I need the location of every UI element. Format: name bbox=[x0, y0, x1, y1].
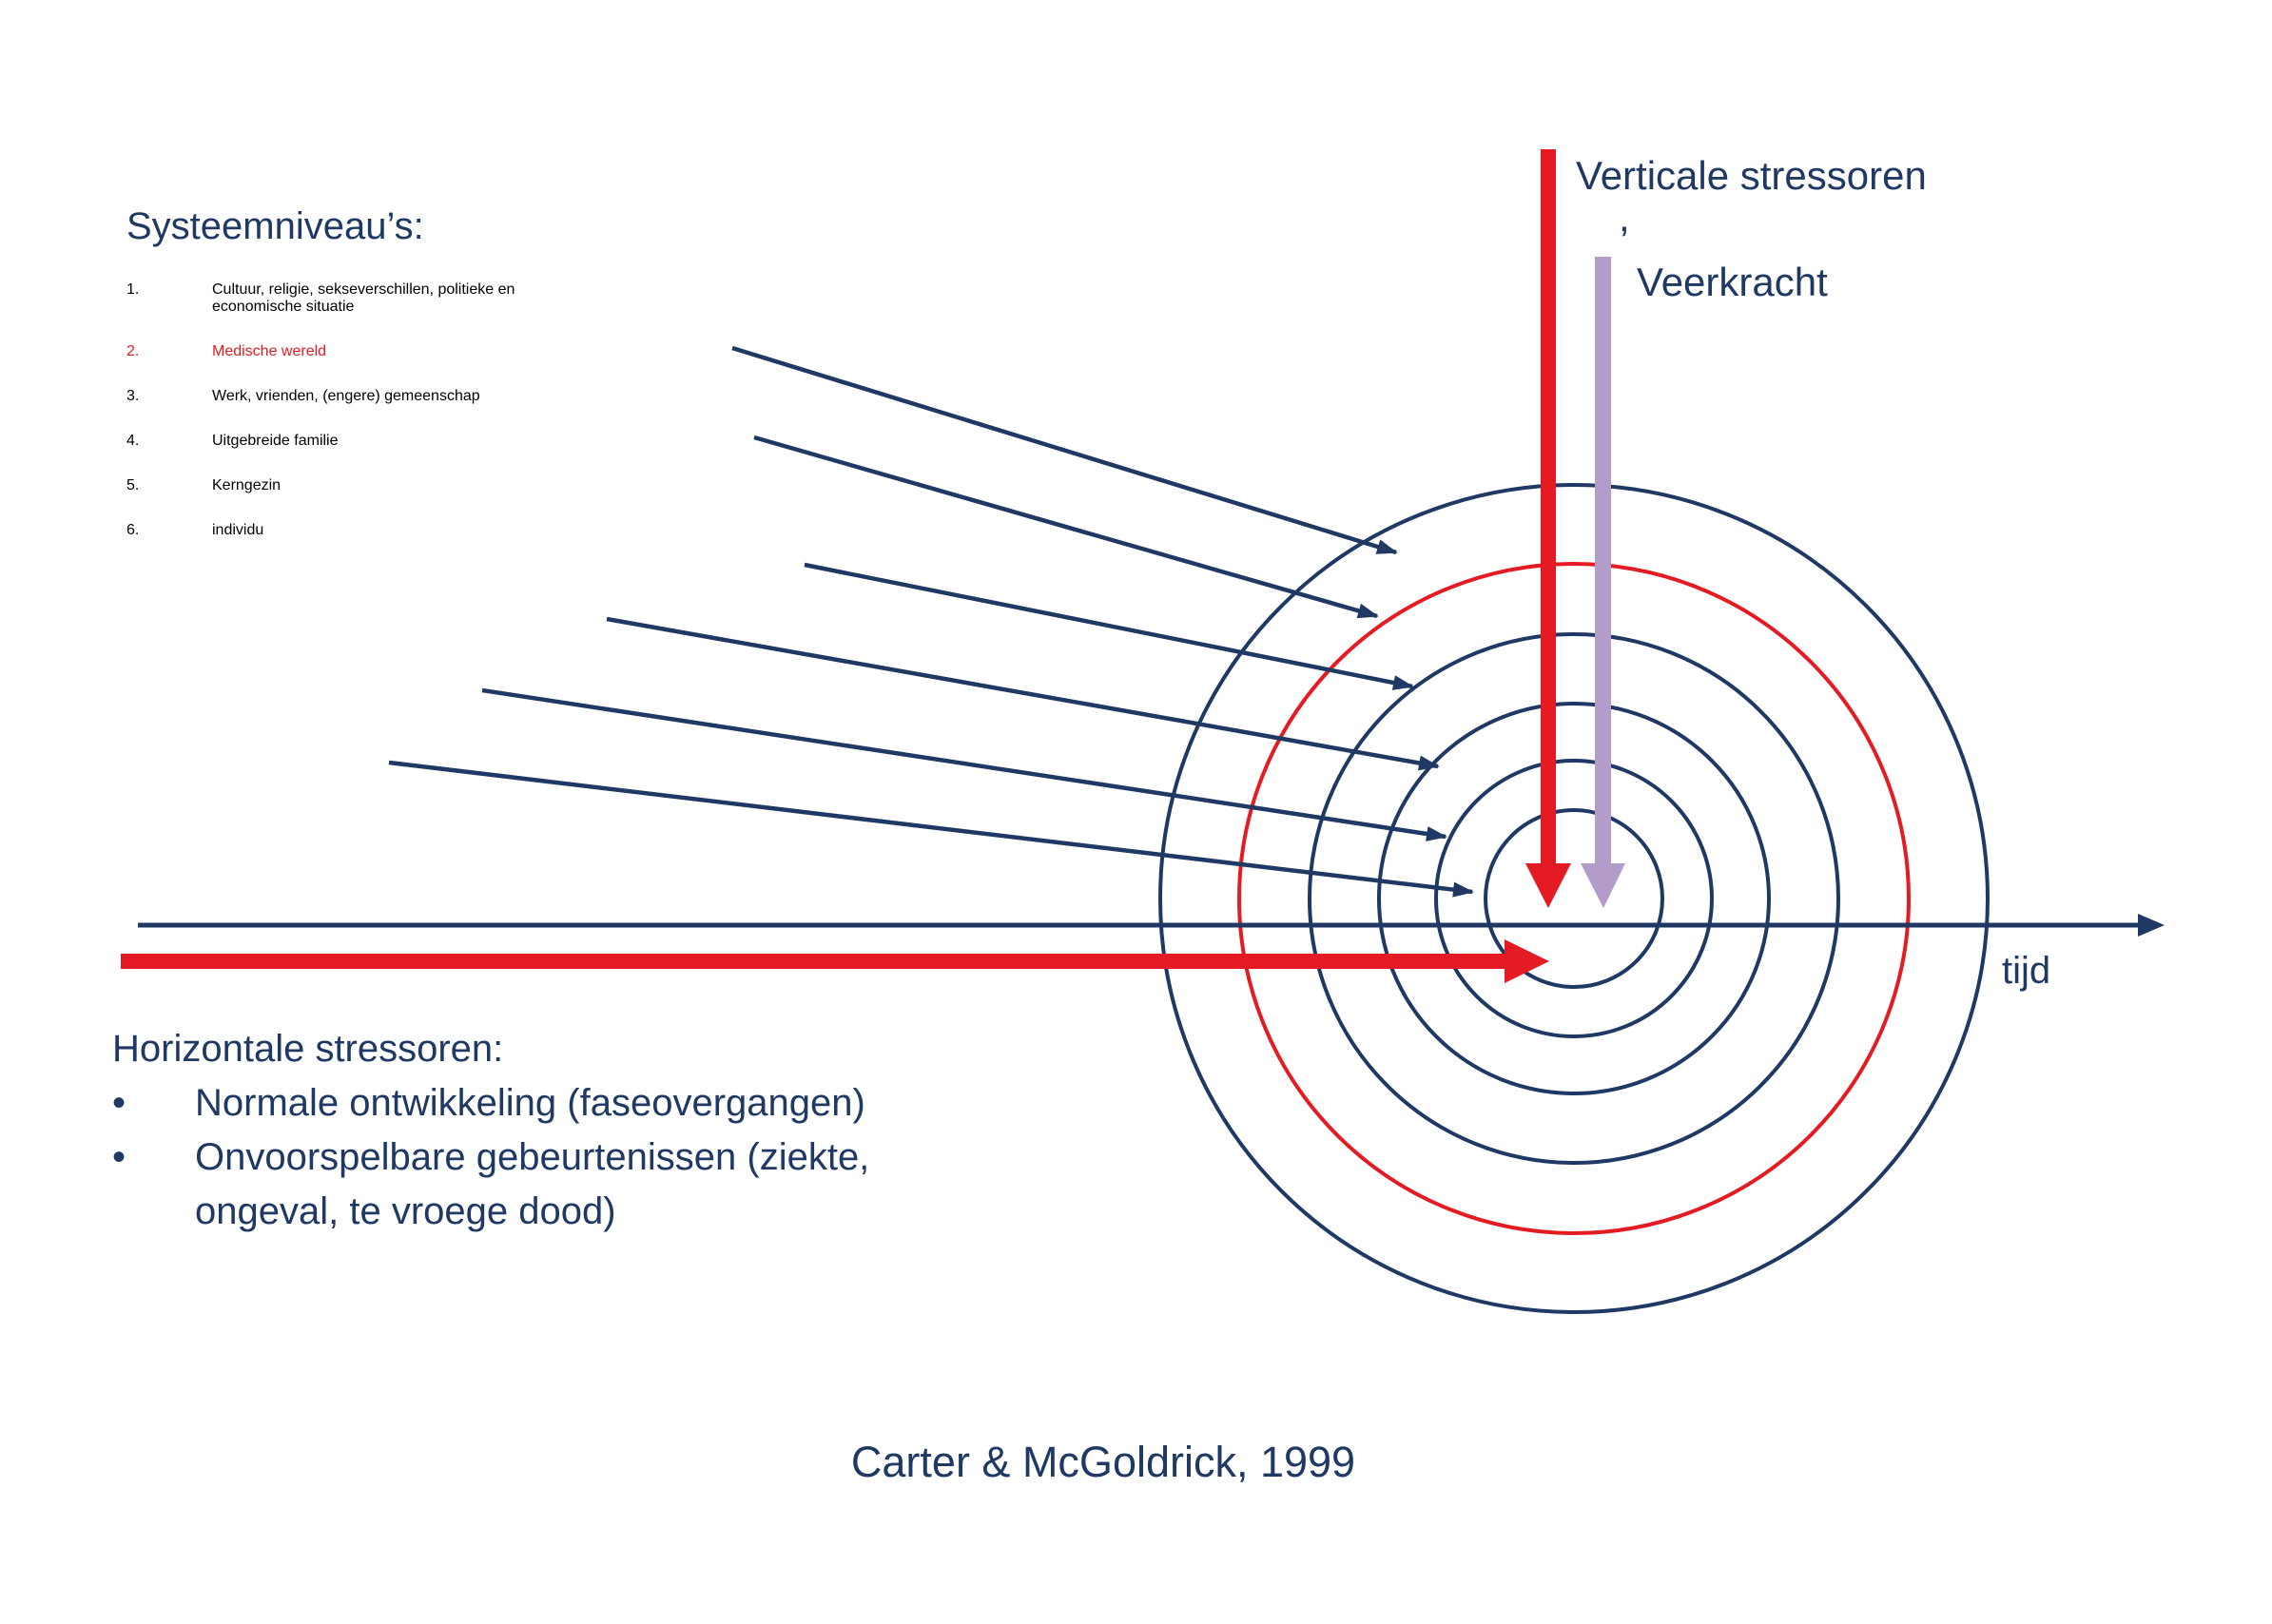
level-text: Medische wereld bbox=[212, 343, 327, 359]
list-item-level-3: 3. Werk, vrienden, (engere) gemeenschap bbox=[126, 388, 515, 405]
system-circle-6-individual bbox=[1484, 808, 1664, 989]
level-number: 4. bbox=[126, 433, 140, 449]
bullet-item: ongeval, te vroege dood) bbox=[112, 1185, 869, 1239]
bullet-item: • Onvoorspelbare gebeurtenissen (ziekte, bbox=[112, 1131, 869, 1185]
level-number: 6. bbox=[126, 522, 140, 538]
comma-label: , bbox=[1619, 195, 1630, 240]
bullet-text: Onvoorspelbare gebeurtenissen (ziekte, bbox=[195, 1136, 870, 1178]
list-item-level-2: 2. Medische wereld bbox=[126, 343, 515, 360]
bullet-icon: • bbox=[112, 1136, 126, 1178]
system-levels-heading: Systeemniveau’s: bbox=[126, 205, 424, 247]
level-number: 1. bbox=[126, 281, 140, 298]
resilience-label: Veerkracht bbox=[1637, 260, 1828, 304]
list-item-level-5: 5. Kerngezin bbox=[126, 477, 515, 494]
citation: Carter & McGoldrick, 1999 bbox=[850, 1438, 1356, 1486]
level-arrow-4 bbox=[606, 616, 1440, 771]
bullet-text: Normale ontwikkeling (faseovergangen) bbox=[195, 1082, 865, 1124]
level-text: Kerngezin bbox=[212, 477, 282, 493]
level-arrow-5 bbox=[481, 687, 1447, 841]
system-circle-2-medical-world bbox=[1237, 562, 1911, 1235]
level-arrow-3 bbox=[804, 562, 1414, 690]
level-number: 2. bbox=[126, 343, 140, 359]
time-axis-arrowhead-icon bbox=[2138, 914, 2165, 937]
horizontal-stressor-arrow bbox=[121, 939, 1549, 983]
system-circle-1-culture bbox=[1158, 483, 1990, 1314]
system-circle-3-work-friends bbox=[1308, 632, 1840, 1165]
level-number: 3. bbox=[126, 388, 140, 404]
level-text: Uitgebreide familie bbox=[212, 433, 339, 449]
level-text: Werk, vrienden, (engere) gemeenschap bbox=[212, 388, 480, 404]
system-circle-4-extended-family bbox=[1377, 702, 1771, 1095]
level-number: 5. bbox=[126, 477, 140, 493]
level-arrow-1 bbox=[731, 345, 1398, 555]
level-text: Cultuur, religie, sekseverschillen, poli… bbox=[212, 281, 515, 315]
bullet-item: • Normale ontwikkeling (faseovergangen) bbox=[112, 1076, 869, 1131]
system-levels-list: 1. Cultuur, religie, sekseverschillen, p… bbox=[126, 281, 515, 567]
vertical-stressors-label: Verticale stressoren bbox=[1576, 153, 1927, 198]
level-arrow-6 bbox=[388, 760, 1474, 898]
bullet-icon: • bbox=[112, 1082, 126, 1124]
horizontal-stressors-block: Horizontale stressoren: • Normale ontwik… bbox=[112, 1022, 869, 1239]
system-circle-5-nuclear-family bbox=[1434, 759, 1714, 1038]
list-item-level-6: 6. individu bbox=[126, 522, 515, 539]
level-arrow-2 bbox=[753, 435, 1379, 619]
bullet-icon bbox=[112, 1185, 195, 1239]
level-text: individu bbox=[212, 522, 264, 538]
horizontal-stressors-heading: Horizontale stressoren: bbox=[112, 1028, 504, 1070]
vertical-stressor-arrow bbox=[1525, 149, 1571, 908]
resilience-arrow bbox=[1581, 257, 1625, 908]
list-item-level-1: 1. Cultuur, religie, sekseverschillen, p… bbox=[126, 281, 515, 316]
list-item-level-4: 4. Uitgebreide familie bbox=[126, 433, 515, 450]
time-axis-label: tijd bbox=[2002, 950, 2051, 992]
bullet-text: ongeval, te vroege dood) bbox=[195, 1190, 616, 1232]
